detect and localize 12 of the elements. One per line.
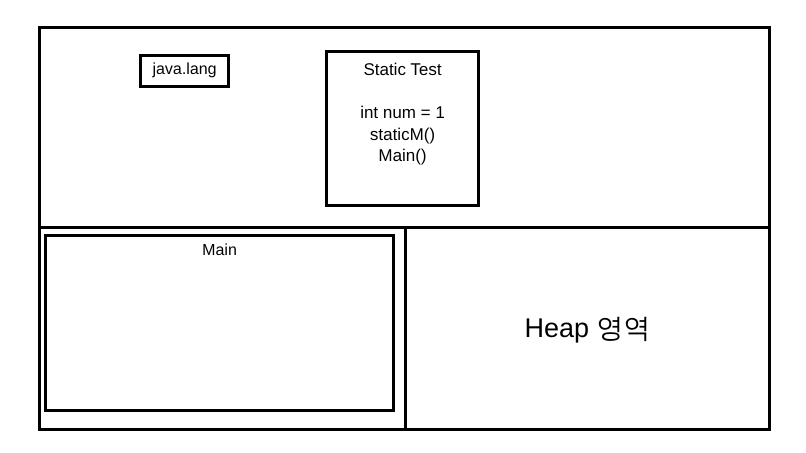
box-title: Main <box>201 241 238 261</box>
frame-box <box>44 234 395 412</box>
area-label: Heap 영역 <box>524 312 651 345</box>
class-box: java.lang <box>139 54 230 88</box>
member-text: int num = 1 <box>359 102 446 124</box>
class-box <box>325 50 480 207</box>
box-title: Static Test <box>362 59 443 80</box>
member-text: staticM() <box>368 124 436 145</box>
heap-area-box <box>404 226 771 431</box>
memory-area-box <box>38 26 771 229</box>
member-text: Main() <box>377 144 428 166</box>
stack-area-box <box>38 226 407 431</box>
